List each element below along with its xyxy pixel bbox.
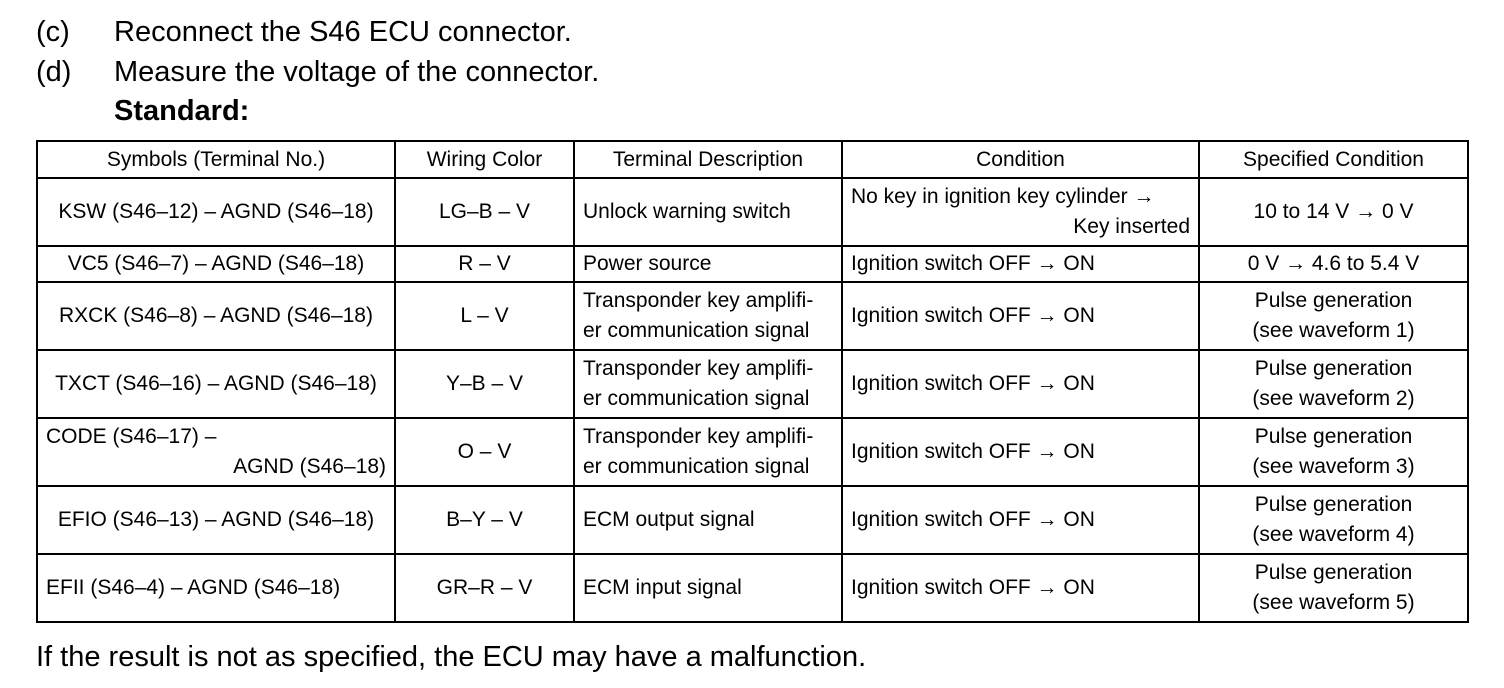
symbol-cell: RXCK (S46–8) – AGND (S46–18) xyxy=(36,281,396,351)
specified-line: Pulse generation xyxy=(1254,425,1413,448)
table-row: KSW (S46–12) – AGND (S46–18) LG–B – V Un… xyxy=(36,177,1469,247)
wiring-color-cell: Y–B – V xyxy=(394,349,575,419)
table-row: VC5 (S46–7) – AGND (S46–18) R – V Power … xyxy=(36,245,1469,283)
symbol-cell: KSW (S46–12) – AGND (S46–18) xyxy=(36,177,396,247)
specified-cell: 10 to 14 V → 0 V xyxy=(1198,177,1469,247)
standard-heading: Standard: xyxy=(114,95,250,127)
specified-line: (see waveform 1) xyxy=(1252,319,1415,342)
description-cell: ECM output signal xyxy=(573,485,843,555)
table-row: EFII (S46–4) – AGND (S46–18) GR–R – V EC… xyxy=(36,553,1469,623)
step-text: Reconnect the S46 ECU connector. xyxy=(114,16,572,48)
wiring-color-cell: GR–R – V xyxy=(394,553,575,623)
footer-note: If the result is not as specified, the E… xyxy=(36,641,867,673)
specified-cell: Pulse generation (see waveform 5) xyxy=(1198,553,1469,623)
description-cell: Power source xyxy=(573,245,843,283)
specified-line: Pulse generation xyxy=(1254,561,1413,584)
symbol-line: CODE (S46–17) – xyxy=(46,425,217,448)
table-row: RXCK (S46–8) – AGND (S46–18) L – V Trans… xyxy=(36,281,1469,351)
description-line: er communication signal xyxy=(583,455,810,478)
description-cell: Transponder key amplifi- er communicatio… xyxy=(573,417,843,487)
voltage-spec-table: Symbols (Terminal No.) Wiring Color Term… xyxy=(36,140,1469,623)
description-cell: Transponder key amplifi- er communicatio… xyxy=(573,349,843,419)
step-text: Measure the voltage of the connector. xyxy=(114,56,600,88)
step-label: (c) xyxy=(36,16,70,48)
description-line: er communication signal xyxy=(583,387,810,410)
description-cell: Transponder key amplifi- er communicatio… xyxy=(573,281,843,351)
symbol-cell: EFIO (S46–13) – AGND (S46–18) xyxy=(36,485,396,555)
specified-cell: 0 V → 4.6 to 5.4 V xyxy=(1198,245,1469,283)
symbol-line: AGND (S46–18) xyxy=(233,455,386,478)
specified-line: Pulse generation xyxy=(1254,493,1413,516)
specified-line: (see waveform 2) xyxy=(1252,387,1415,410)
specified-cell: Pulse generation (see waveform 1) xyxy=(1198,281,1469,351)
description-line: Transponder key amplifi- xyxy=(583,425,814,448)
header-symbols: Symbols (Terminal No.) xyxy=(36,140,396,179)
wiring-color-cell: R – V xyxy=(394,245,575,283)
condition-cell: No key in ignition key cylinder → Key in… xyxy=(841,177,1200,247)
table-header-row: Symbols (Terminal No.) Wiring Color Term… xyxy=(36,140,1469,179)
step-label: (d) xyxy=(36,56,72,88)
specified-cell: Pulse generation (see waveform 4) xyxy=(1198,485,1469,555)
table-row: CODE (S46–17) – AGND (S46–18) O – V Tran… xyxy=(36,417,1469,487)
header-terminal-description: Terminal Description xyxy=(573,140,843,179)
condition-cell: Ignition switch OFF → ON xyxy=(841,281,1200,351)
step-d: (d) Measure the voltage of the connector. xyxy=(36,55,599,89)
condition-line: No key in ignition key cylinder → xyxy=(851,185,1155,208)
symbol-cell: TXCT (S46–16) – AGND (S46–18) xyxy=(36,349,396,419)
condition-line: Key inserted xyxy=(1073,215,1190,238)
condition-cell: Ignition switch OFF → ON xyxy=(841,553,1200,623)
specified-cell: Pulse generation (see waveform 2) xyxy=(1198,349,1469,419)
description-cell: ECM input signal xyxy=(573,553,843,623)
wiring-color-cell: O – V xyxy=(394,417,575,487)
specified-line: Pulse generation xyxy=(1254,357,1413,380)
header-condition: Condition xyxy=(841,140,1200,179)
description-cell: Unlock warning switch xyxy=(573,177,843,247)
condition-cell: Ignition switch OFF → ON xyxy=(841,485,1200,555)
description-line: Transponder key amplifi- xyxy=(583,357,814,380)
wiring-color-cell: L – V xyxy=(394,281,575,351)
specified-line: (see waveform 5) xyxy=(1252,591,1415,614)
step-c: (c) Reconnect the S46 ECU connector. xyxy=(36,15,572,49)
specified-line: Pulse generation xyxy=(1254,289,1413,312)
header-specified-condition: Specified Condition xyxy=(1198,140,1469,179)
specified-line: (see waveform 3) xyxy=(1252,455,1415,478)
symbol-cell: EFII (S46–4) – AGND (S46–18) xyxy=(36,553,396,623)
header-wiring-color: Wiring Color xyxy=(394,140,575,179)
specified-cell: Pulse generation (see waveform 3) xyxy=(1198,417,1469,487)
condition-cell: Ignition switch OFF → ON xyxy=(841,349,1200,419)
table-row: TXCT (S46–16) – AGND (S46–18) Y–B – V Tr… xyxy=(36,349,1469,419)
symbol-cell: VC5 (S46–7) – AGND (S46–18) xyxy=(36,245,396,283)
description-line: er communication signal xyxy=(583,319,810,342)
condition-cell: Ignition switch OFF → ON xyxy=(841,245,1200,283)
condition-cell: Ignition switch OFF → ON xyxy=(841,417,1200,487)
wiring-color-cell: B–Y – V xyxy=(394,485,575,555)
description-line: Transponder key amplifi- xyxy=(583,289,814,312)
specified-line: (see waveform 4) xyxy=(1252,523,1415,546)
table-row: EFIO (S46–13) – AGND (S46–18) B–Y – V EC… xyxy=(36,485,1469,555)
wiring-color-cell: LG–B – V xyxy=(394,177,575,247)
symbol-cell: CODE (S46–17) – AGND (S46–18) xyxy=(36,417,396,487)
